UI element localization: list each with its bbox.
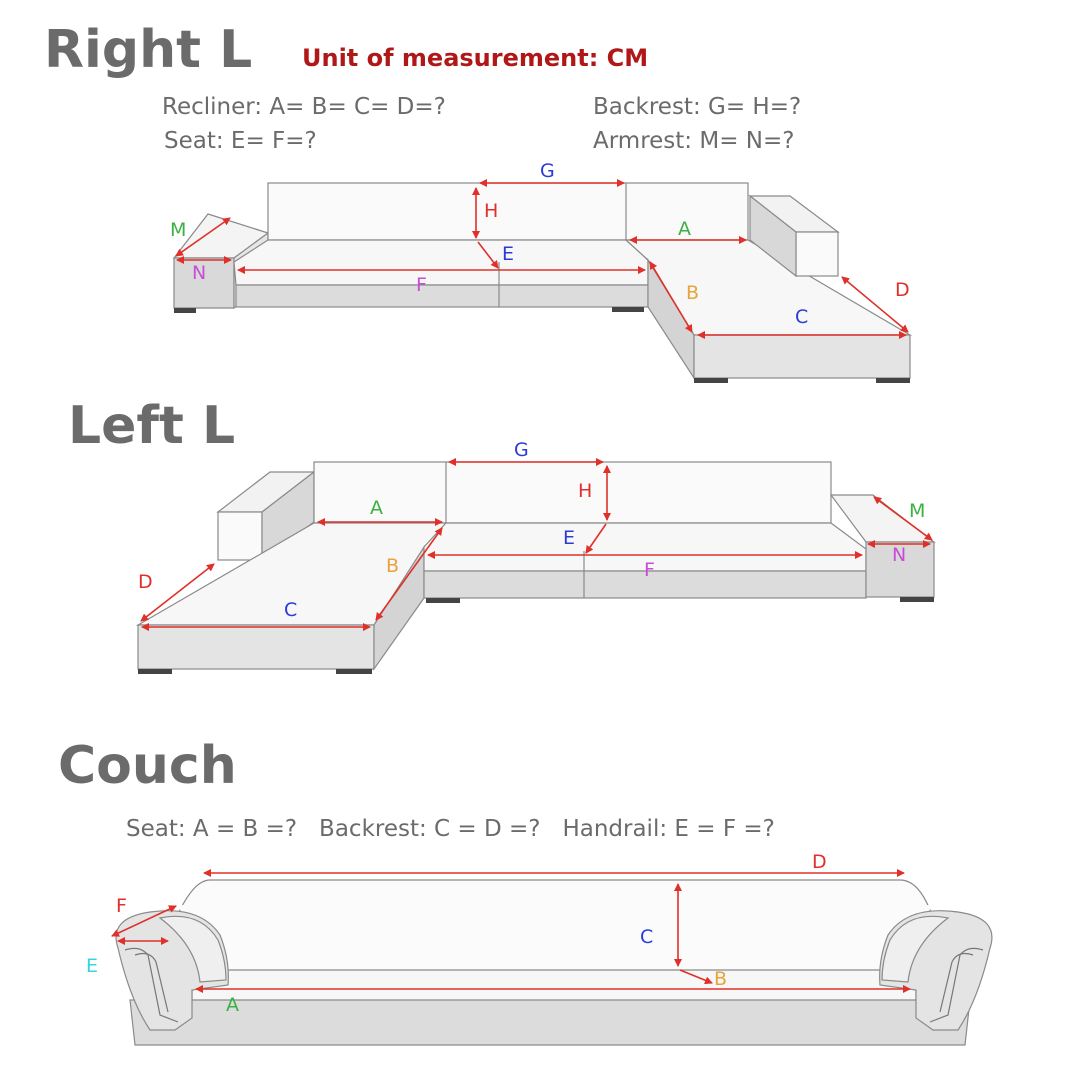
couch-label-c: C	[640, 926, 653, 948]
right-l-dimension-arrows	[175, 179, 909, 339]
right-l-label-m: M	[170, 219, 186, 241]
right-l-labels: G H E F A B C D M N	[170, 160, 910, 328]
left-l-label-n: N	[892, 544, 906, 566]
left-l-label-a: A	[370, 497, 383, 519]
couch-label-f: F	[116, 895, 127, 917]
left-l-label-e: E	[563, 527, 575, 549]
unit-of-measurement: Unit of measurement: CM	[302, 44, 649, 72]
left-l-title: Left L	[68, 396, 236, 456]
right-l-title: Right L	[44, 20, 253, 80]
right-l-label-g: G	[540, 160, 555, 182]
couch-sofa	[115, 879, 993, 1046]
couch-label-a: A	[226, 994, 239, 1016]
left-l-labels: G H E F A B C D M N	[138, 439, 925, 621]
left-l-dimension-arrows	[140, 458, 933, 631]
right-l-label-h: H	[484, 200, 498, 222]
couch-labels: D C B A F E	[86, 851, 827, 1016]
right-l-label-f: F	[416, 274, 427, 296]
left-l-label-h: H	[578, 480, 592, 502]
right-l-label-b: B	[686, 282, 699, 304]
couch-dimension-arrows	[111, 869, 911, 993]
right-l-label-c: C	[795, 306, 808, 328]
couch-label-d: D	[812, 851, 827, 873]
left-l-label-f: F	[644, 559, 655, 581]
left-l-label-d: D	[138, 571, 153, 593]
right-l-label-e: E	[502, 243, 514, 265]
left-l-label-m: M	[909, 500, 925, 522]
armrest-spec: Armrest: M= N=?	[593, 128, 795, 154]
left-l-sofa	[135, 461, 936, 674]
right-l-label-n: N	[192, 262, 206, 284]
seat-spec: Seat: E= F=?	[164, 128, 317, 154]
left-l-label-c: C	[284, 599, 297, 621]
couch-title: Couch	[58, 736, 237, 796]
left-l-label-g: G	[514, 439, 529, 461]
couch-label-b: B	[714, 968, 727, 990]
couch-label-e: E	[86, 955, 98, 977]
right-l-sofa	[172, 182, 913, 383]
backrest-spec: Backrest: G= H=?	[593, 94, 802, 120]
right-l-label-a: A	[678, 218, 691, 240]
couch-spec: Seat: A = B =? Backrest: C = D =? Handra…	[126, 816, 775, 842]
left-l-label-b: B	[386, 555, 399, 577]
recliner-spec: Recliner: A= B= C= D=?	[162, 94, 446, 120]
right-l-label-d: D	[895, 279, 910, 301]
